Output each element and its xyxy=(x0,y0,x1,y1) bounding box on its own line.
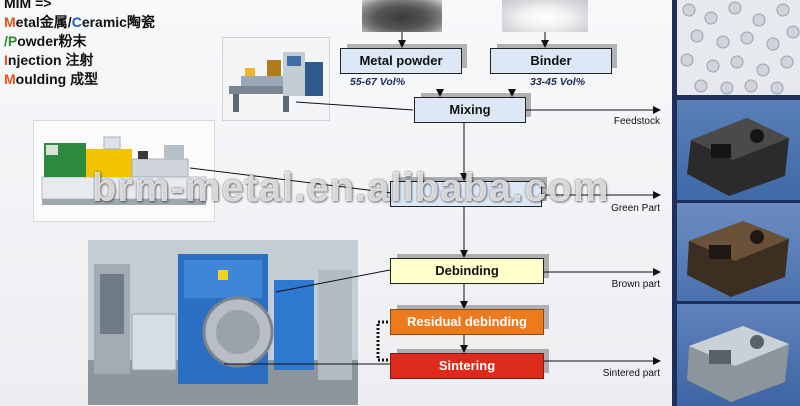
mixer-extruder-photo xyxy=(222,37,330,121)
mixing-box: Mixing xyxy=(414,97,526,123)
feedstock-label: Feedstock xyxy=(613,116,660,127)
injection-box xyxy=(390,181,542,207)
green-part-label: Green Part xyxy=(611,203,660,214)
brown-part-image xyxy=(677,203,800,301)
metal-powder-box: Metal powder xyxy=(340,48,462,74)
green-part-image xyxy=(677,100,800,200)
binder-box: Binder xyxy=(490,48,612,74)
title-line-1: MIM => xyxy=(4,0,52,11)
debinding-box: Debinding xyxy=(390,258,544,284)
watermark: brm-metal.en.alibaba.com xyxy=(92,166,610,210)
title-line-2: Metal金属/Ceramic陶瓷 xyxy=(4,14,155,30)
sintering-furnace-photo xyxy=(88,240,358,405)
sintering-box: Sintering xyxy=(390,353,544,379)
binder-pellets-photo xyxy=(502,0,588,32)
metal-powder-photo xyxy=(362,0,442,32)
sintered-part-image xyxy=(677,304,800,406)
sintered-part-label: Sintered part xyxy=(602,368,660,379)
injection-molding-machine-photo xyxy=(33,120,215,222)
title-line-4: Injection 注射 xyxy=(4,52,94,68)
brown-part-label: Brown part xyxy=(611,279,660,290)
pellets-image xyxy=(677,0,800,95)
title-block: MIM => Metal金属/Ceramic陶瓷 /Powder粉末 Injec… xyxy=(4,0,155,89)
residual-debinding-box: Residual debinding xyxy=(390,309,544,335)
title-line-3: /Powder粉末 xyxy=(4,33,87,49)
binder-volume-label: 33-45 Vol% xyxy=(530,76,586,88)
title-line-5: Moulding 成型 xyxy=(4,71,99,87)
metal-volume-label: 55-67 Vol% xyxy=(350,76,406,88)
